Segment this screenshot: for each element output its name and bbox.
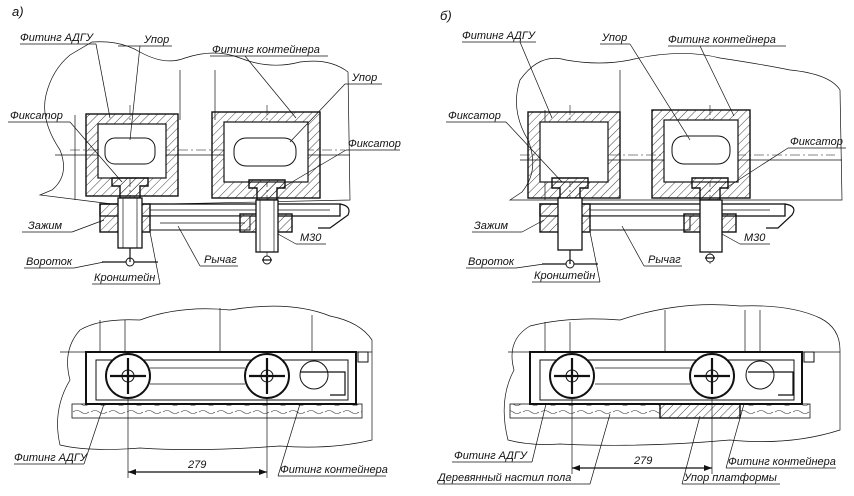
panel-b: б) bbox=[436, 8, 846, 485]
panel-b-leaders bbox=[446, 41, 846, 283]
label-b-zazhim: Зажим bbox=[474, 220, 509, 232]
label-a-kronshtein: Кронштейн bbox=[94, 272, 155, 284]
label-a-rychag: Рычаг bbox=[204, 254, 237, 266]
label-a-fitting-adgu-bottom: Фитинг АДГУ bbox=[14, 452, 88, 464]
label-a-fitting-adgu-top: Фитинг АДГУ bbox=[20, 32, 94, 44]
label-b-vorotok: Вороток bbox=[468, 256, 515, 268]
label-a-fitting-container-bottom: Фитинг контейнера bbox=[280, 464, 388, 476]
label-a-fiksator-right: Фиксатор bbox=[348, 138, 401, 150]
panel-a-top-view bbox=[38, 41, 351, 267]
label-b-fiksator-right: Фиксатор bbox=[790, 136, 843, 148]
panel-b-top-view bbox=[508, 53, 843, 269]
label-b-wooden-floor: Деревянный настил пола bbox=[436, 472, 571, 484]
panel-a-bottom-view bbox=[14, 305, 386, 478]
label-a-fitting-container-top: Фитинг контейнера bbox=[212, 44, 320, 56]
label-b-upor: Упор bbox=[601, 32, 627, 44]
label-b-dimension: 279 bbox=[633, 455, 652, 467]
panel-b-letter: б) bbox=[440, 8, 452, 23]
panel-a: а) bbox=[8, 4, 401, 478]
panel-b-bottom-view bbox=[438, 304, 841, 485]
panel-a-letter: а) bbox=[12, 4, 24, 19]
label-a-upor-right: Упор bbox=[351, 72, 377, 84]
label-b-fitting-container-bottom: Фитинг контейнера bbox=[728, 456, 836, 468]
label-b-fitting-container-top: Фитинг контейнера bbox=[668, 34, 776, 46]
label-b-kronshtein: Кронштейн bbox=[534, 270, 595, 282]
label-a-dimension: 279 bbox=[187, 459, 206, 471]
label-a-upor-left: Упор bbox=[143, 34, 169, 46]
label-b-m30: М30 bbox=[744, 232, 766, 244]
label-b-platform-stop: Упор платформы bbox=[683, 472, 777, 484]
label-a-zazhim: Зажим bbox=[28, 220, 63, 232]
label-a-vorotok: Вороток bbox=[26, 256, 73, 268]
label-a-fiksator-left: Фиксатор bbox=[10, 110, 63, 122]
label-b-fitting-adgu-top: Фитинг АДГУ bbox=[462, 30, 536, 42]
label-b-rychag: Рычаг bbox=[648, 254, 681, 266]
label-a-m30: М30 bbox=[300, 232, 322, 244]
panel-a-leaders bbox=[8, 43, 400, 285]
label-b-fiksator-left: Фиксатор bbox=[448, 110, 501, 122]
label-b-fitting-adgu-bottom: Фитинг АДГУ bbox=[454, 450, 528, 462]
